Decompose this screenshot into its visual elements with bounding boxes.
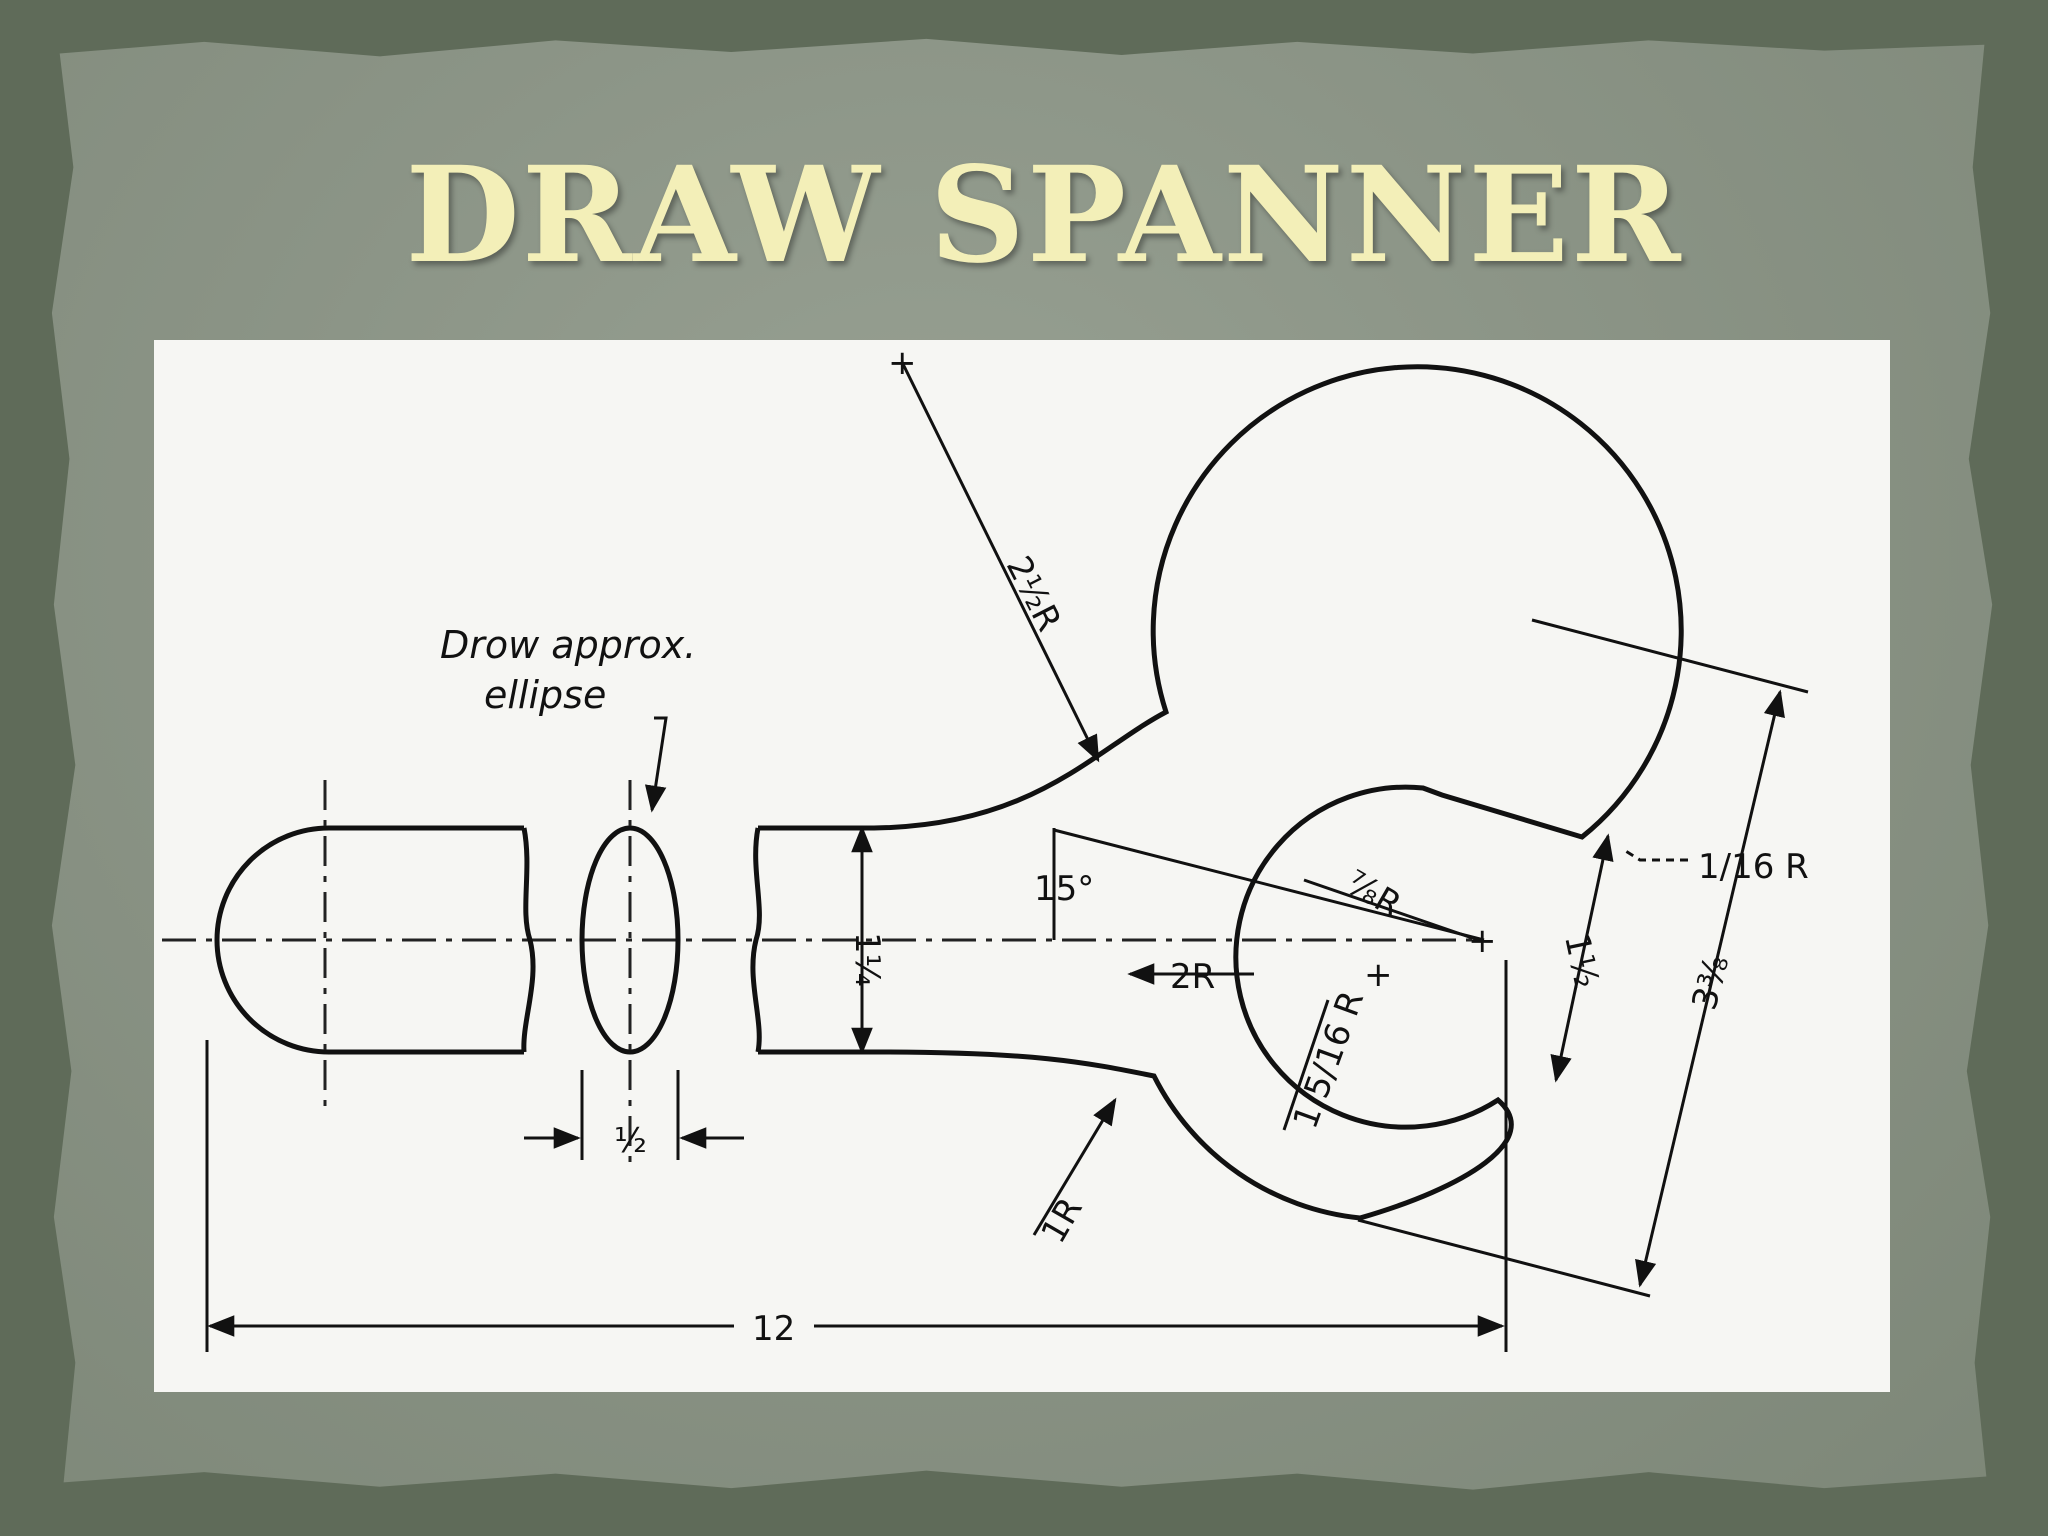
ellipse-note-line-1: Drow approx. <box>440 623 696 667</box>
handle-width-label: 1¼ <box>847 932 887 987</box>
jaw-offset-mark: + <box>1364 955 1393 995</box>
jaw-center-mark: + <box>1468 921 1497 961</box>
handle-break-right <box>750 827 762 1053</box>
handle-round-end <box>214 825 524 1055</box>
handle-break-left <box>521 827 536 1053</box>
head-ext-bottom <box>1357 1218 1651 1298</box>
spanner-diagram-svg: Drow approx. ellipse ½ 1¼ + 2½R 1R <box>162 343 1809 1352</box>
spanner-drawing: Drow approx. ellipse ½ 1¼ + 2½R 1R <box>154 340 1890 1392</box>
radius-small-leader <box>1032 1097 1117 1236</box>
jaw-offset-label: 1 5/16 R <box>1286 986 1373 1134</box>
head-width-dim <box>1635 689 1785 1288</box>
ellipse-width-label: ½ <box>614 1121 647 1161</box>
ellipse-section <box>579 825 681 1055</box>
opening-dim <box>1550 833 1614 1083</box>
opening-label: 1½ <box>1556 930 1606 992</box>
ellipse-note-line-2: ellipse <box>484 673 606 717</box>
jaw-offset-leader <box>1282 999 1330 1131</box>
corner-leader <box>1623 848 1688 862</box>
spanner-body-outline <box>758 364 1684 1221</box>
corner-label: 1/16 R <box>1698 847 1809 887</box>
overall-length-label: 12 <box>752 1309 795 1349</box>
jaw-inner-label: ⅞R <box>1339 863 1408 926</box>
radius-small-label: 1R <box>1033 1191 1090 1250</box>
angle-line <box>1053 828 1485 942</box>
angle-label: 15° <box>1034 869 1094 909</box>
jaw-radius-label: 2R <box>1170 957 1215 997</box>
jaw-inner-leader <box>1303 878 1479 942</box>
ellipse-leader <box>644 716 668 813</box>
head-ext-top <box>1531 618 1809 694</box>
slide-title: DRAW SPANNER <box>405 138 1683 293</box>
radius-large-center-mark: + <box>888 343 917 383</box>
radius-large-leader <box>900 361 1100 763</box>
radius-large-label: 2½R <box>998 550 1069 638</box>
head-width-label: 3⅜ <box>1685 951 1738 1014</box>
